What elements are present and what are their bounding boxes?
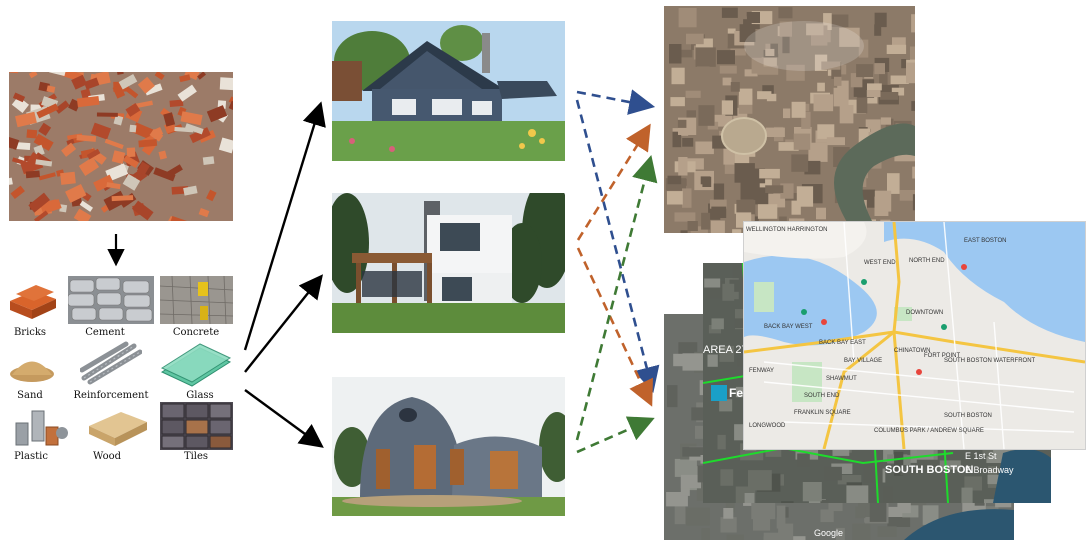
- arrow-blue-map: [575, 99, 660, 394]
- cement-image: [68, 276, 154, 324]
- rubble-illustration: [9, 72, 233, 221]
- material-label-tiles: Tiles: [183, 451, 209, 462]
- area-label: AREA 27: [703, 344, 748, 356]
- aerial-city-photo: [664, 6, 915, 233]
- material-label-concrete: Concrete: [172, 327, 220, 338]
- arrow-to-house-2: [244, 274, 323, 373]
- dome-house-photo: [332, 377, 565, 516]
- material-label-glass: Glass: [186, 390, 214, 401]
- arrow-green-aerial: [575, 154, 658, 441]
- modern-house-photo: [332, 193, 565, 333]
- map-label-south-boston: SOUTH BOSTON: [944, 413, 992, 419]
- glass-image: [160, 342, 233, 388]
- map-label-waterfront: SOUTH BOSTON WATERFRONT: [944, 358, 1036, 364]
- map-label-back-bay-west: BACK BAY WEST: [764, 324, 813, 330]
- bricks-image: [4, 279, 60, 323]
- google-watermark: Google: [814, 528, 843, 538]
- material-label-cement: Cement: [85, 327, 125, 338]
- plastic-image: [10, 403, 70, 449]
- arrow-to-house-1: [243, 101, 326, 351]
- map-label-columbus-park: COLUMBUS PARK / ANDREW SQUARE: [874, 428, 984, 434]
- material-label-plastic: Plastic: [14, 451, 48, 462]
- map-label-back-bay-east: BACK BAY EAST: [819, 340, 866, 346]
- arrow-orange-aerial: [576, 123, 651, 241]
- material-label-bricks: Bricks: [13, 327, 47, 338]
- sand-image: [4, 342, 60, 386]
- south-boston-label: SOUTH BOSTON: [885, 464, 973, 476]
- concrete-image: [160, 276, 233, 324]
- map-label-east-boston: EAST BOSTON: [964, 238, 1006, 244]
- map-label-shawmut: SHAWMUT: [826, 376, 857, 382]
- map-label-franklin-square: FRANKLIN SQUARE: [794, 410, 851, 416]
- map-label-south-end: SOUTH END: [804, 393, 840, 399]
- material-label-sand: Sand: [17, 390, 43, 401]
- map-label-longwood: LONGWOOD: [749, 423, 786, 429]
- map-label-wellington: WELLINGTON HARRINGTON: [746, 227, 827, 233]
- reinforcement-image: [80, 340, 142, 388]
- broadway-label: E Broadway: [965, 465, 1014, 475]
- map-label-west-end: WEST END: [864, 260, 896, 266]
- arrow-orange-map: [576, 247, 653, 407]
- brick-rubble-photo: [9, 72, 233, 221]
- arrow-blue-aerial: [576, 89, 656, 115]
- map-label-fenway: FENWAY: [749, 368, 774, 374]
- map-label-north-end: NORTH END: [909, 258, 945, 264]
- arrow-to-house-3: [244, 389, 324, 448]
- arrow-green-map: [576, 416, 655, 454]
- material-label-reinforcement: Reinforcement: [73, 390, 149, 401]
- map-label-fort-point: FORT POINT: [924, 353, 960, 359]
- wood-image: [85, 406, 150, 450]
- material-label-wood: Wood: [92, 451, 122, 462]
- craftsman-house-photo: [332, 21, 565, 161]
- map-label-chinatown: CHINATOWN: [894, 348, 930, 354]
- road-map: WELLINGTON HARRINGTON NORTH END WEST END…: [743, 221, 1086, 450]
- map-label-bay-village: BAY VILLAGE: [844, 358, 882, 364]
- first-st-label: E 1st St: [965, 451, 997, 461]
- map-label-downtown: DOWNTOWN: [906, 310, 943, 316]
- tiles-image: [160, 402, 233, 450]
